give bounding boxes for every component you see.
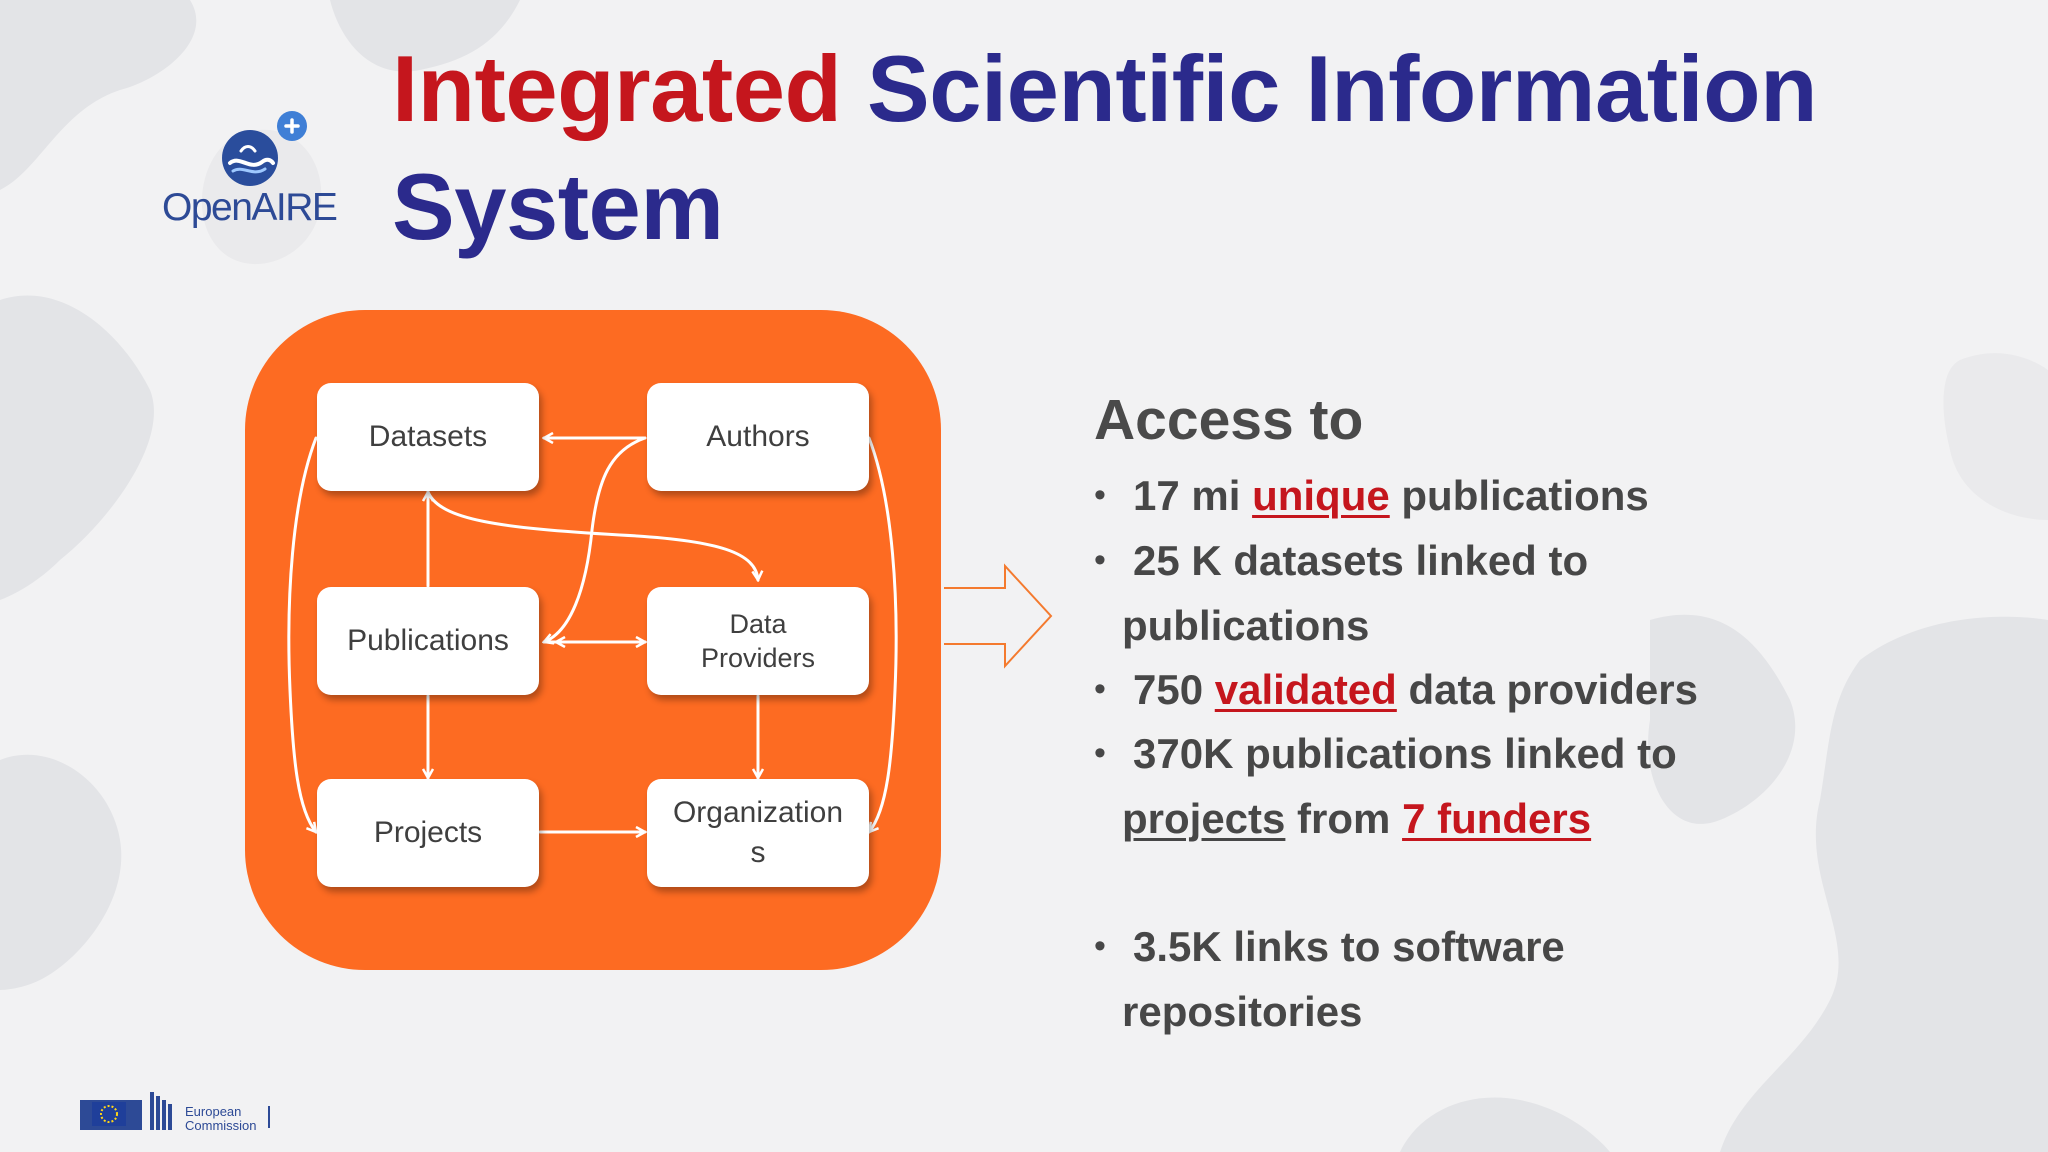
title-red-word: Integrated — [392, 36, 842, 141]
access-item-4-text-mid: from — [1285, 795, 1403, 842]
node-data-providers: Data Providers — [647, 587, 869, 695]
bullet-icon: • — [1094, 670, 1106, 708]
bullet-icon: • — [1094, 541, 1106, 579]
node-authors: Authors — [647, 383, 869, 491]
bullet-icon: • — [1094, 734, 1106, 772]
page-title: Integrated Scientific Information — [392, 42, 1818, 136]
node-data-providers-line2: Providers — [700, 643, 816, 673]
node-publications-label: Publications — [347, 624, 509, 657]
node-projects-label: Projects — [373, 816, 483, 849]
access-item-1-highlight: unique — [1252, 472, 1390, 519]
access-item-3-text-a: 750 — [1133, 666, 1215, 713]
access-item-3-highlight: validated — [1214, 666, 1397, 713]
node-organizations: Organization s — [647, 779, 869, 887]
openaire-logo-text: OpenAIRE — [162, 186, 338, 229]
european-commission-label: European Commission — [185, 1105, 257, 1133]
title-line-2: System — [392, 154, 724, 259]
node-organizations-line2: s — [750, 836, 766, 869]
access-item-5-line-1: 3.5K links to software — [1133, 923, 1565, 970]
access-item-4-line-1: 370K publications linked to — [1133, 730, 1677, 777]
node-authors-label: Authors — [706, 420, 810, 453]
node-datasets-label: Datasets — [368, 420, 488, 453]
ec-label-line-1: European — [185, 1104, 242, 1119]
openaire-logo-icon — [222, 111, 307, 186]
access-item-4-line-2: projects from 7 funders — [1122, 798, 1591, 840]
european-commission-logo-icon — [80, 1092, 270, 1130]
title-blue-words: Scientific Information — [867, 36, 1818, 141]
node-publications: Publications — [317, 587, 539, 695]
access-item-3-text-b: data providers — [1396, 666, 1698, 713]
access-item-4-underlined: projects — [1122, 795, 1286, 842]
access-item-2-line-2: publications — [1122, 602, 1370, 649]
node-data-providers-line1: Data — [729, 609, 787, 639]
access-heading: Access to — [1094, 388, 1364, 452]
node-organizations-line1: Organization — [672, 796, 844, 829]
bullet-icon: • — [1094, 927, 1106, 965]
bullet-icon: • — [1094, 476, 1106, 514]
access-item-5-line-2: repositories — [1122, 988, 1363, 1035]
access-item-1: 17 mi unique publications — [1133, 475, 1649, 517]
access-item-2-line-1: 25 K datasets linked to — [1133, 537, 1589, 584]
access-item-1-text-a: 17 mi — [1133, 472, 1253, 519]
access-item-3: 750 validated data providers — [1133, 669, 1698, 711]
access-item-1-text-b: publications — [1389, 472, 1649, 519]
ec-label-line-2: Commission — [185, 1118, 257, 1133]
node-datasets: Datasets — [317, 383, 539, 491]
node-projects: Projects — [317, 779, 539, 887]
access-item-4-highlight: 7 funders — [1402, 795, 1592, 842]
